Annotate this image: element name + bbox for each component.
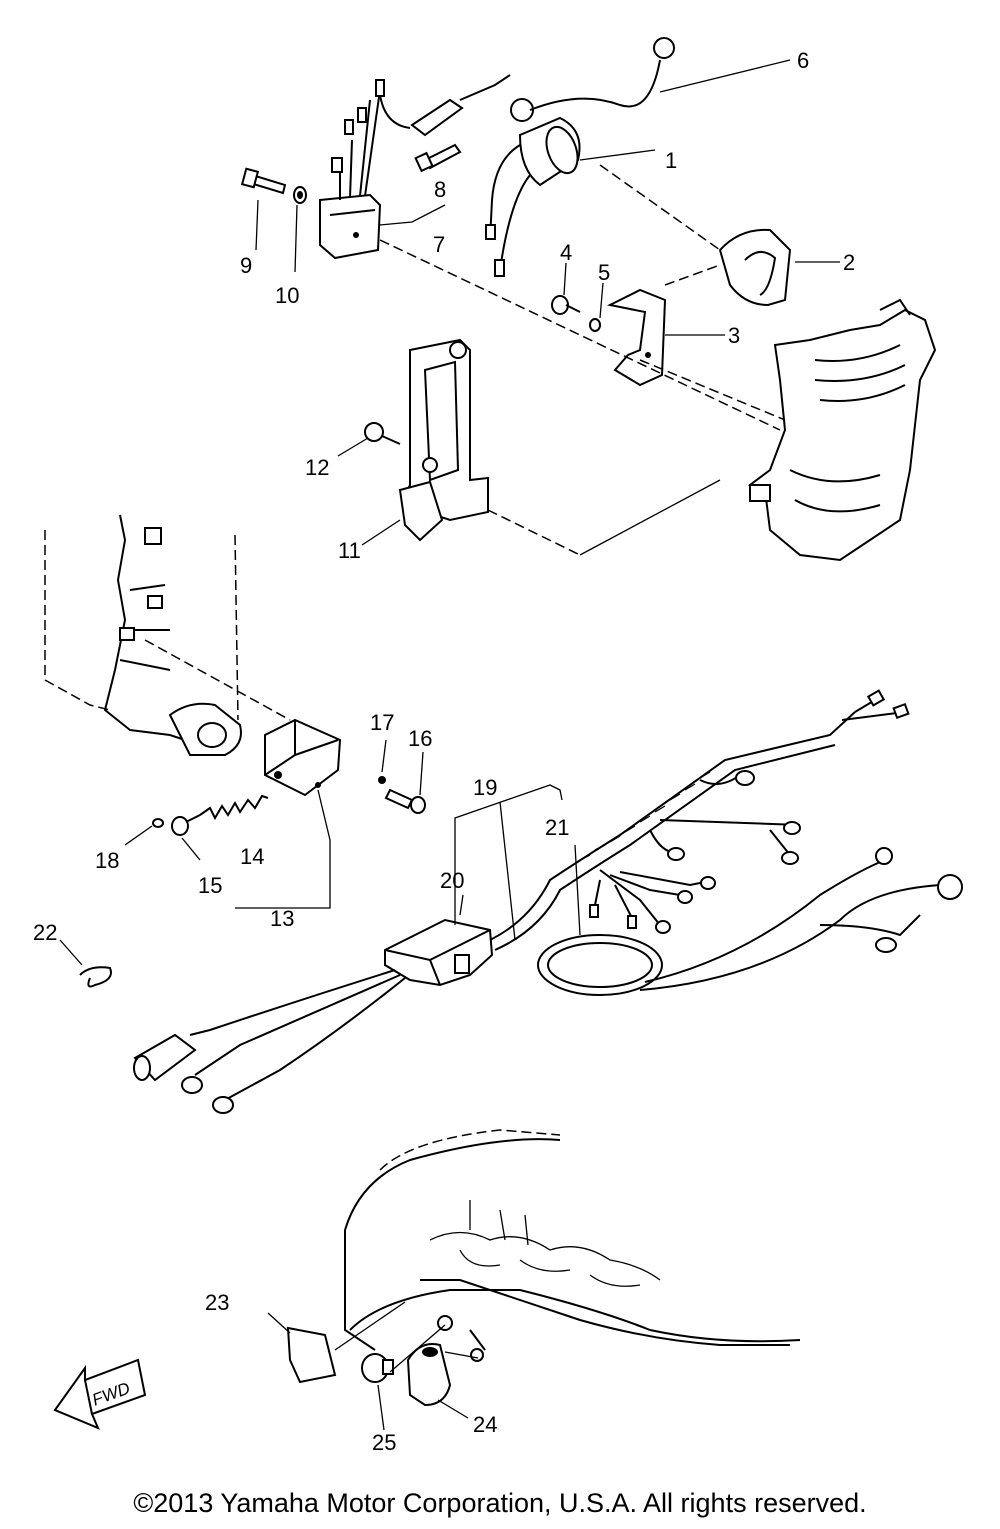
label-part-20: 20	[440, 868, 464, 893]
grommet-24	[406, 1343, 452, 1407]
label-part-13: 13	[270, 906, 294, 931]
label-part-8: 8	[434, 177, 446, 202]
label-part-4: 4	[560, 240, 572, 265]
cdi-unit	[319, 74, 511, 260]
label-part-12: 12	[305, 455, 329, 480]
label-part-23: 23	[205, 1290, 229, 1315]
screw-4	[551, 295, 581, 315]
label-part-21: 21	[545, 815, 569, 840]
label-part-7: 7	[433, 232, 445, 257]
label-part-19: 19	[473, 775, 497, 800]
coil-holder-2	[718, 228, 792, 307]
lower-cowling	[344, 1129, 801, 1362]
label-part-1: 1	[665, 148, 677, 173]
ignition-coil	[485, 37, 675, 277]
engine-block-outline	[44, 514, 242, 756]
label-part-9: 9	[240, 253, 252, 278]
label-part-5: 5	[598, 260, 610, 285]
label-part-3: 3	[728, 323, 740, 348]
spring-14	[199, 794, 269, 821]
label-part-18: 18	[95, 848, 119, 873]
screw-12	[364, 422, 401, 445]
clip-22	[79, 966, 112, 988]
label-part-15: 15	[198, 873, 222, 898]
label-part-17: 17	[370, 710, 394, 735]
screw-15	[171, 814, 201, 836]
bracket-11	[398, 338, 489, 542]
label-part-11: 11	[338, 538, 361, 563]
label-part-22: 22	[33, 920, 57, 945]
engine-housing	[747, 298, 937, 562]
grommet-23	[286, 1326, 337, 1384]
label-part-14: 14	[240, 844, 264, 869]
bracket-3	[606, 288, 667, 387]
washer-10	[293, 186, 307, 204]
bolt-9	[240, 167, 287, 195]
leader-6	[659, 59, 791, 93]
wire-harness	[133, 689, 963, 1114]
copyright-notice: ©2013 Yamaha Motor Corporation, U.S.A. A…	[133, 1488, 867, 1518]
label-part-25: 25	[372, 1430, 396, 1455]
label-part-6: 6	[797, 48, 809, 73]
label-part-16: 16	[408, 726, 432, 751]
fwd-arrow: FWD	[53, 1358, 147, 1430]
label-part-10: 10	[275, 283, 299, 308]
label-part-2: 2	[843, 250, 855, 275]
plug-25	[361, 1353, 394, 1383]
bolt-8	[414, 143, 462, 173]
relay-13	[264, 718, 342, 797]
bolt-16	[384, 788, 426, 814]
label-part-24: 24	[473, 1412, 497, 1437]
